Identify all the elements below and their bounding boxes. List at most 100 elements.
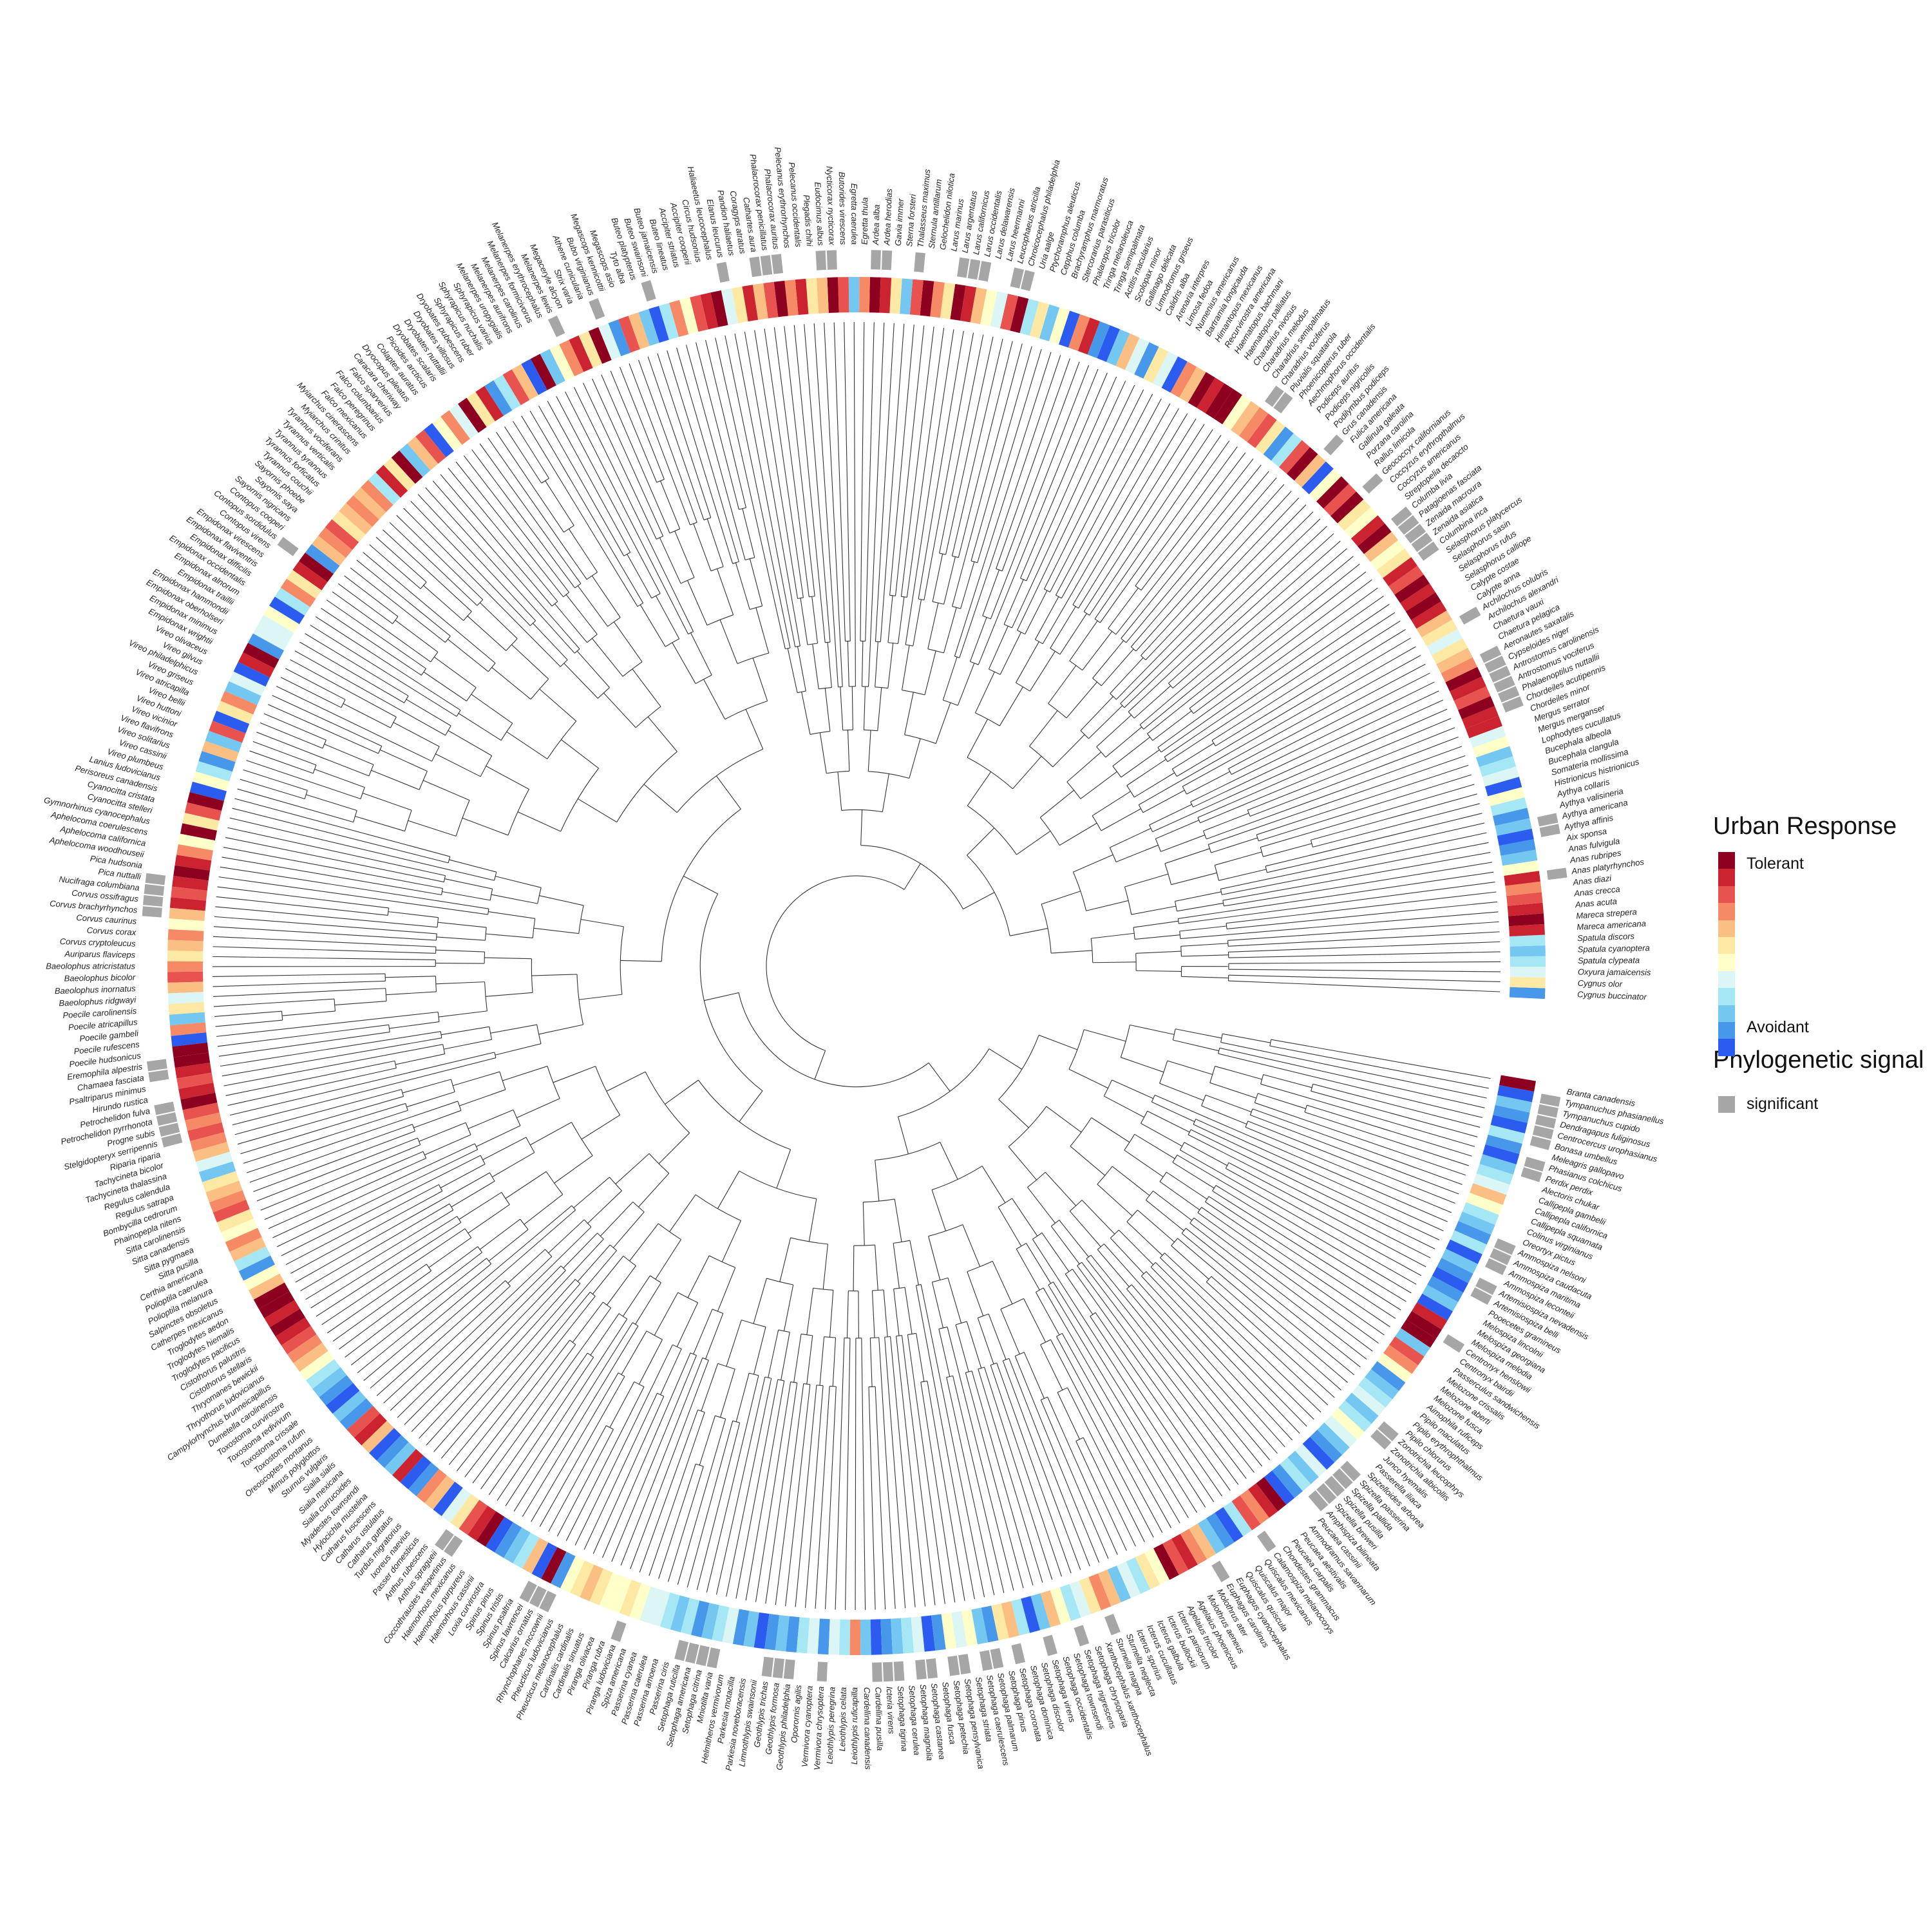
branch-segment [517, 811, 561, 832]
branch-segment [1011, 381, 1126, 629]
branch-segment [853, 322, 856, 687]
branch-segment [1160, 596, 1384, 753]
branch-segment [677, 1419, 726, 1585]
branch-arc [1265, 866, 1267, 873]
branch-segment [1226, 901, 1498, 930]
urban-response-cell [701, 1602, 719, 1640]
branch-segment [1092, 791, 1131, 817]
branch-arc [578, 905, 584, 934]
branch-arc [672, 1344, 682, 1350]
branch-segment [1112, 737, 1151, 767]
branch-arc [419, 771, 428, 790]
branch-segment [1263, 843, 1312, 857]
branch-segment [947, 1278, 962, 1323]
significant-cell [143, 895, 164, 907]
branch-arc [620, 926, 624, 995]
urban-response-cell [441, 1488, 471, 1523]
branch-segment [635, 1282, 661, 1325]
branch-segment [1252, 1108, 1463, 1185]
branch-arc [741, 1320, 766, 1327]
branch-arc [637, 602, 643, 607]
urban-response-cell [1189, 1523, 1217, 1560]
branch-segment [214, 916, 437, 934]
branch-arc [790, 1381, 797, 1383]
branch-arc [1141, 1271, 1147, 1276]
branch-segment [783, 1284, 794, 1331]
branch-arc [1126, 1284, 1132, 1289]
urban-response-cell [248, 1273, 285, 1300]
urban-response-cell [1364, 531, 1399, 562]
branch-segment [1126, 1221, 1163, 1256]
branch-segment [547, 401, 631, 553]
branch-segment [904, 692, 914, 735]
branch-segment [350, 567, 446, 643]
significant-cell [1323, 434, 1344, 456]
significant-cell [772, 1658, 784, 1679]
branch-segment [234, 798, 450, 857]
branch-arc [1065, 1269, 1073, 1274]
branch-segment [1200, 717, 1452, 824]
urban-response-cell [599, 1572, 623, 1609]
branch-segment [1226, 891, 1497, 924]
branch-segment [606, 1071, 646, 1092]
branch-segment [402, 1079, 451, 1094]
branch-arc [431, 746, 440, 762]
branch-segment [808, 1198, 817, 1242]
branch-segment [966, 828, 995, 856]
urban-response-cell [311, 535, 346, 566]
branch-arc [632, 1322, 639, 1327]
significant-cell [1537, 1104, 1558, 1118]
branch-segment [1228, 941, 1501, 952]
urban-response-cell [376, 1435, 409, 1468]
branch-arc [970, 661, 979, 665]
branch-segment [393, 722, 440, 747]
branch-segment [1267, 822, 1485, 873]
branch-segment [952, 1376, 1005, 1593]
urban-response-cell [213, 710, 250, 734]
branch-arc [766, 875, 905, 1051]
branch-segment [615, 1153, 650, 1184]
urban-response-cell [1484, 777, 1522, 797]
tip-label: Leiothlypis celata [837, 1687, 848, 1752]
branch-segment [765, 1383, 798, 1604]
branch-segment [565, 391, 689, 634]
branch-segment [639, 1410, 699, 1573]
urban-response-cell [416, 1469, 447, 1503]
branch-arc [537, 887, 542, 904]
urban-response-cell [1316, 476, 1349, 509]
urban-response-cell [1469, 726, 1506, 748]
branch-arc [574, 583, 582, 589]
branch-segment [1020, 372, 1108, 579]
branch-segment [647, 356, 705, 520]
urban-response-cell [1215, 1507, 1244, 1542]
branch-segment [505, 1318, 628, 1506]
urban-response-cell [175, 1063, 212, 1079]
branch-segment [390, 1256, 553, 1411]
branch-segment [887, 643, 894, 688]
significant-cell [1532, 1125, 1554, 1140]
branch-segment [1181, 1233, 1354, 1376]
urban-response-cell [187, 1122, 225, 1142]
branch-arc [477, 599, 484, 606]
branch-segment [425, 487, 575, 654]
branch-arc [341, 699, 346, 708]
branch-segment [1206, 1282, 1335, 1398]
branch-segment [491, 894, 538, 904]
branch-segment [739, 1090, 763, 1122]
colorbar-swatch [1718, 920, 1735, 937]
urban-response-cell [258, 614, 294, 642]
urban-response-cell [182, 813, 220, 831]
branch-segment [787, 648, 798, 693]
tip-label: Ardea herodias [882, 188, 894, 246]
branch-arc [1096, 746, 1106, 758]
branch-arc [531, 958, 533, 993]
branch-segment [1211, 620, 1401, 741]
branch-segment [800, 598, 808, 645]
branch-arc [898, 1048, 990, 1117]
branch-segment [1133, 772, 1175, 798]
significant-legend-row: significant [1713, 1091, 1926, 1117]
branch-segment [256, 1137, 418, 1202]
tip-label: Eudocimus albus [813, 182, 826, 246]
urban-response-cell [247, 633, 285, 660]
branch-arc [749, 1372, 759, 1376]
